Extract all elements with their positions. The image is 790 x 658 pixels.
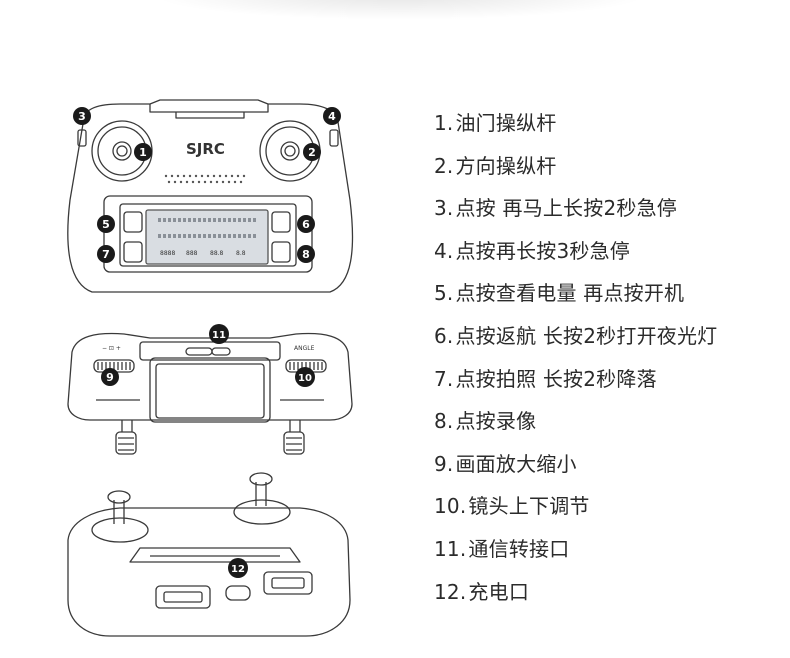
callout-7: 7: [97, 245, 115, 263]
callout-badges: 1 2 3 4 5 6 7 8 9 10 11 12: [73, 107, 341, 578]
legend-item: 2.方向操纵杆: [434, 153, 557, 178]
controller-rear-view: [67, 472, 351, 637]
speaker-grille: [164, 174, 246, 184]
svg-text:10: 10: [298, 373, 312, 384]
callout-11: 11: [209, 324, 229, 344]
svg-text:9: 9: [106, 371, 114, 384]
lcd-digits-2: 888: [186, 250, 198, 257]
svg-text:4: 4: [328, 110, 336, 123]
callout-10: 10: [295, 367, 315, 387]
callout-6: 6: [297, 215, 315, 233]
legend-item: 8.点按录像: [434, 409, 537, 434]
callout-9: 9: [101, 368, 119, 386]
lcd-digits-1: 8888: [160, 250, 175, 257]
svg-text:12: 12: [231, 564, 245, 575]
legend-item: 6.点按返航 长按2秒打开夜光灯: [434, 323, 718, 348]
panel-buttons: [123, 211, 291, 263]
legend-list: 1.油门操纵杆 2.方向操纵杆 3.点按 再马上长按2秒急停 4.点按再长按3秒…: [434, 110, 717, 621]
top-shadow: [150, 0, 650, 20]
left-dial-label: − ⊡ +: [102, 345, 121, 352]
lcd-screen: 8888 888 88.8 8.8: [145, 209, 269, 265]
controller-front-view: − ⊡ + ANGLE: [67, 332, 353, 455]
charging-port-area: [155, 571, 313, 609]
legend-item: 12.充电口: [434, 579, 530, 604]
lcd-digits-4: 8.8: [236, 250, 246, 257]
svg-text:11: 11: [212, 330, 226, 341]
legend-item: 5.点按查看电量 再点按开机: [434, 281, 685, 306]
legend-item: 11.通信转接口: [434, 536, 570, 561]
legend-item: 1.油门操纵杆: [434, 111, 557, 135]
svg-text:3: 3: [78, 110, 86, 123]
lcd-digits-3: 88.8: [210, 250, 224, 257]
legend-item: 3.点按 再马上长按2秒急停: [434, 196, 677, 221]
legend-item: 10.镜头上下调节: [434, 494, 590, 519]
callout-12: 12: [228, 558, 248, 578]
controller-diagram: 8888 888 88.8 8.8 SJRC: [67, 99, 354, 637]
callout-1: 1: [134, 143, 152, 161]
callout-8: 8: [297, 245, 315, 263]
brand-logo: SJRC: [186, 140, 225, 158]
legend-item: 7.点按拍照 长按2秒降落: [434, 366, 657, 391]
svg-text:6: 6: [302, 218, 310, 231]
right-dial-label: ANGLE: [294, 345, 315, 352]
legend-item: 4.点按再长按3秒急停: [434, 238, 631, 263]
svg-text:8: 8: [302, 248, 310, 261]
callout-3: 3: [73, 107, 91, 125]
legend-item: 9.画面放大缩小: [434, 451, 577, 476]
svg-text:7: 7: [102, 248, 110, 261]
svg-text:1: 1: [139, 146, 147, 159]
svg-text:5: 5: [102, 218, 110, 231]
controller-top-view: 8888 888 88.8 8.8 SJRC: [67, 99, 354, 293]
callout-5: 5: [97, 215, 115, 233]
callout-4: 4: [323, 107, 341, 125]
callout-2: 2: [303, 143, 321, 161]
svg-text:2: 2: [308, 146, 316, 159]
